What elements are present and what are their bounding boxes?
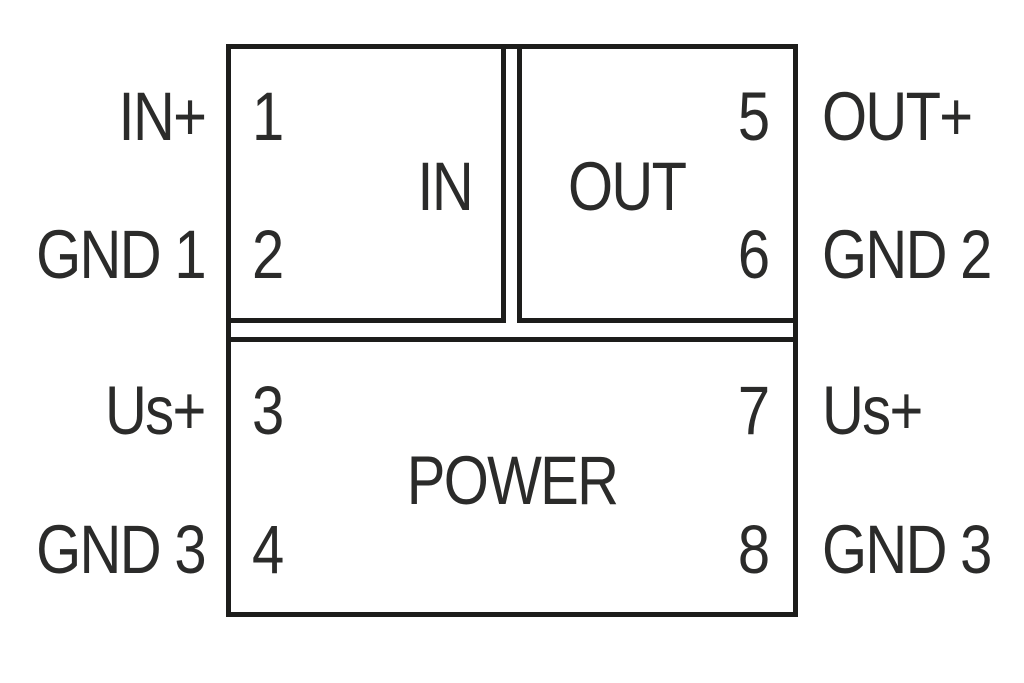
gnd2-terminal-label: GND 2 bbox=[822, 216, 992, 293]
pin-number-7: 7 bbox=[737, 372, 769, 449]
pin-number-5: 5 bbox=[737, 78, 769, 155]
gnd3-right-terminal-label: GND 3 bbox=[822, 511, 992, 588]
gnd1-terminal-label: GND 1 bbox=[36, 216, 206, 293]
power-block-label: POWER bbox=[406, 442, 619, 519]
out-plus-terminal-label: OUT+ bbox=[822, 78, 973, 155]
pin-number-1: 1 bbox=[252, 78, 284, 155]
us-plus-left-terminal-label: Us+ bbox=[105, 372, 206, 449]
outer-frame-bridge-top bbox=[501, 44, 522, 49]
pin-number-3: 3 bbox=[252, 372, 284, 449]
outer-frame-bridge-left bbox=[226, 322, 231, 338]
outer-frame-bridge-right bbox=[793, 322, 798, 338]
in-block-label: IN bbox=[417, 148, 473, 225]
us-plus-right-terminal-label: Us+ bbox=[822, 372, 923, 449]
pin-number-2: 2 bbox=[252, 216, 284, 293]
in-block bbox=[226, 44, 506, 323]
out-block-label: OUT bbox=[568, 148, 687, 225]
in-plus-terminal-label: IN+ bbox=[118, 78, 206, 155]
pin-number-8: 8 bbox=[737, 511, 769, 588]
gnd3-left-terminal-label: GND 3 bbox=[36, 511, 206, 588]
power-block bbox=[226, 337, 798, 617]
pin-number-4: 4 bbox=[252, 511, 284, 588]
out-block bbox=[517, 44, 798, 323]
pin-number-6: 6 bbox=[737, 216, 769, 293]
